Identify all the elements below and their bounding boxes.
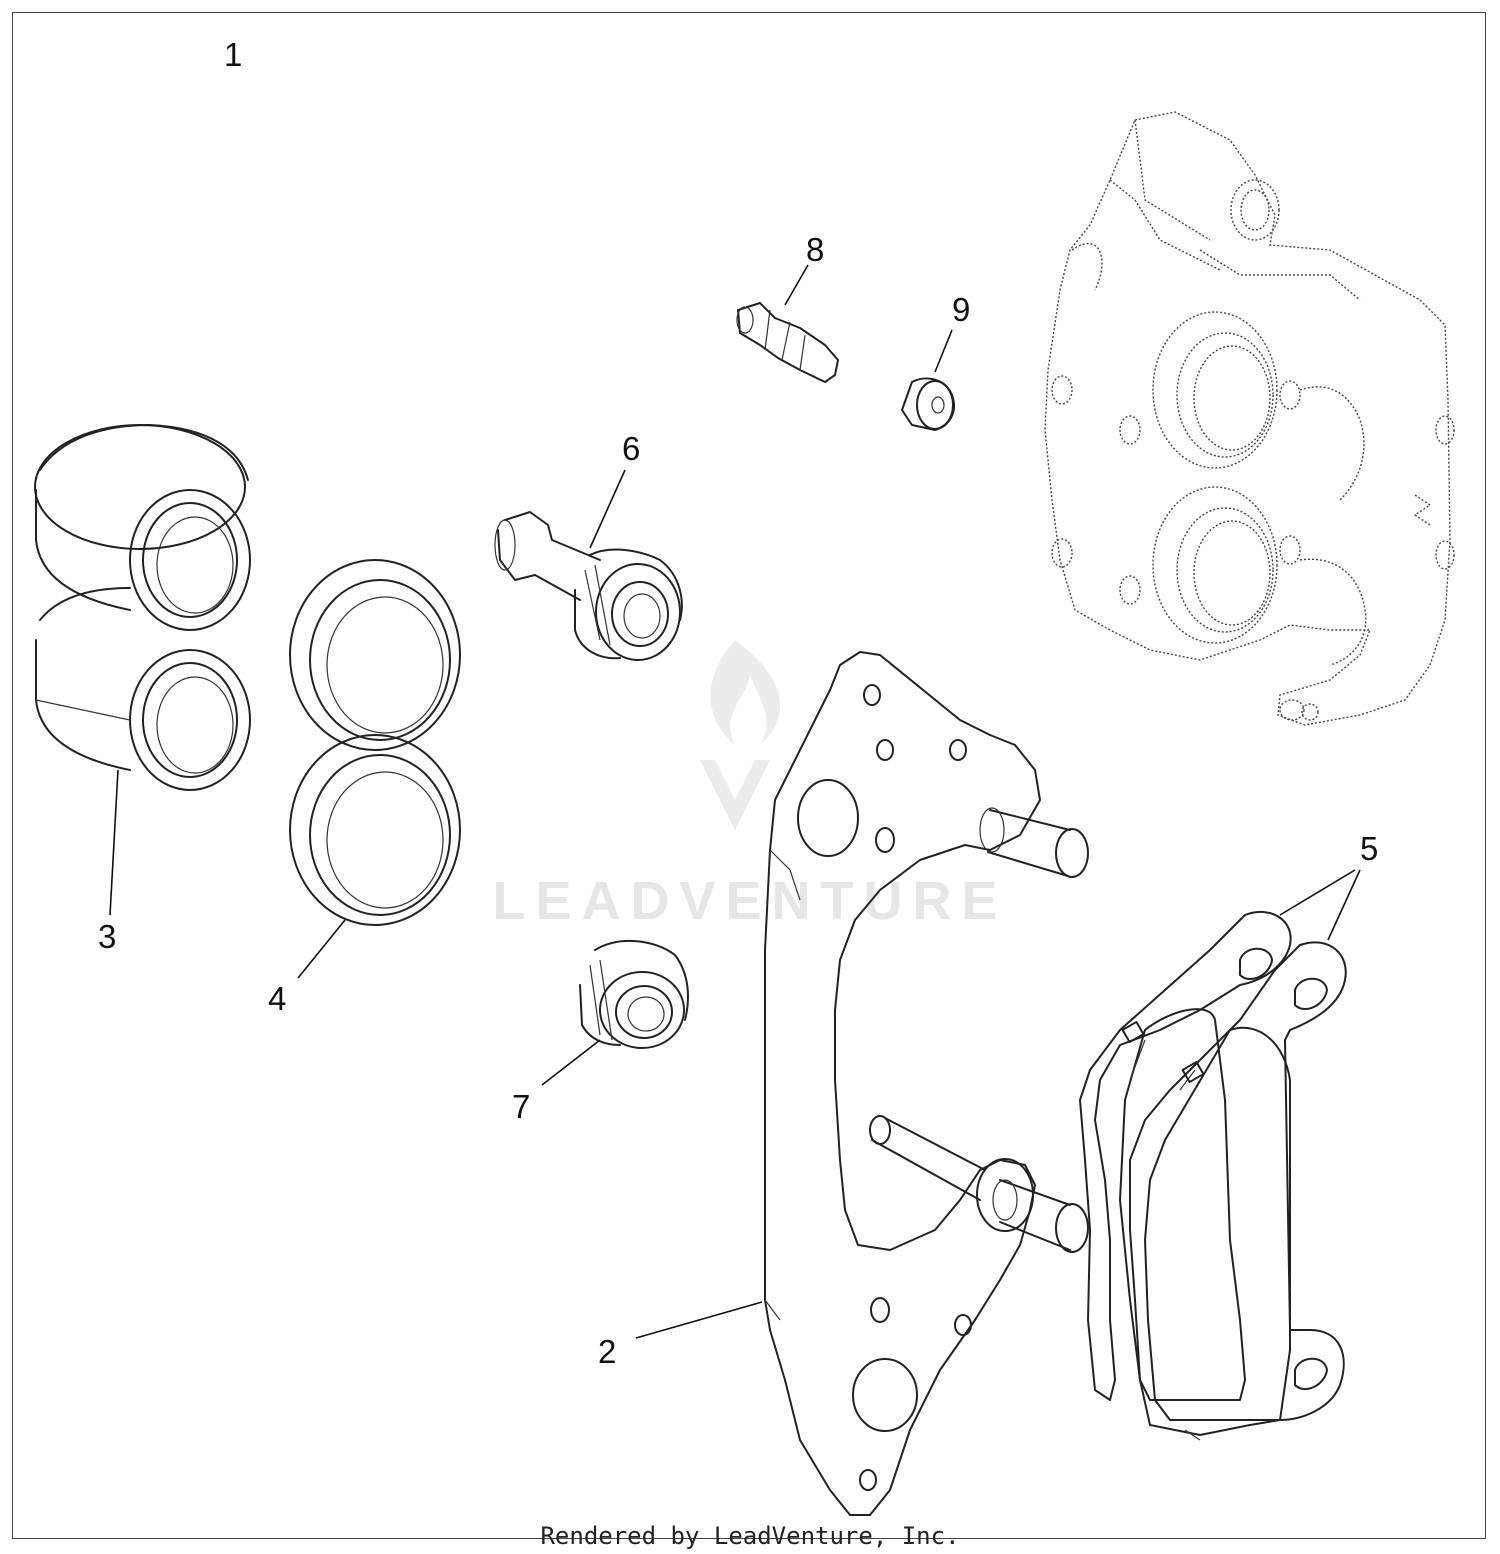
callout-6: 6: [622, 430, 641, 467]
leader-5a: [1279, 869, 1356, 916]
brake-pad-rear: [1129, 941, 1347, 1441]
diagram-frame: [12, 12, 1486, 1539]
watermark-text: LEADVENTURE: [492, 871, 1008, 931]
slide-pin-boot: [579, 939, 689, 1049]
callout-1: 1: [224, 36, 243, 73]
callout-5: 5: [1360, 830, 1379, 867]
leadventure-logo-icon: [700, 640, 781, 830]
leader-2: [635, 1301, 763, 1339]
piston-lower: [35, 587, 251, 791]
seal-lower: [289, 734, 461, 926]
leader-8: [784, 264, 809, 306]
slide-bolt-with-boot: [494, 511, 683, 661]
piston-upper: [34, 424, 251, 631]
render-credit: Rendered by LeadVenture, Inc.: [540, 1522, 960, 1550]
leader-7: [541, 1039, 601, 1086]
callout-3: 3: [98, 918, 117, 955]
leader-5b: [1327, 869, 1361, 941]
leader-6: [589, 469, 626, 549]
bleeder-screw: [736, 302, 839, 383]
leader-lines: [109, 264, 1361, 1339]
caliper-bracket: [764, 651, 1089, 1516]
leader-3: [109, 769, 119, 916]
callout-9: 9: [952, 291, 971, 328]
leader-9: [934, 329, 953, 373]
callout-7: 7: [512, 1088, 531, 1125]
callout-2: 2: [598, 1333, 617, 1370]
callout-8: 8: [806, 231, 825, 268]
brake-pad-front: [1079, 910, 1292, 1401]
callout-4: 4: [268, 980, 287, 1017]
leader-4: [297, 919, 346, 979]
seal-upper: [289, 559, 461, 751]
caliper-body: [1044, 111, 1455, 726]
bleeder-cap: [901, 377, 955, 431]
